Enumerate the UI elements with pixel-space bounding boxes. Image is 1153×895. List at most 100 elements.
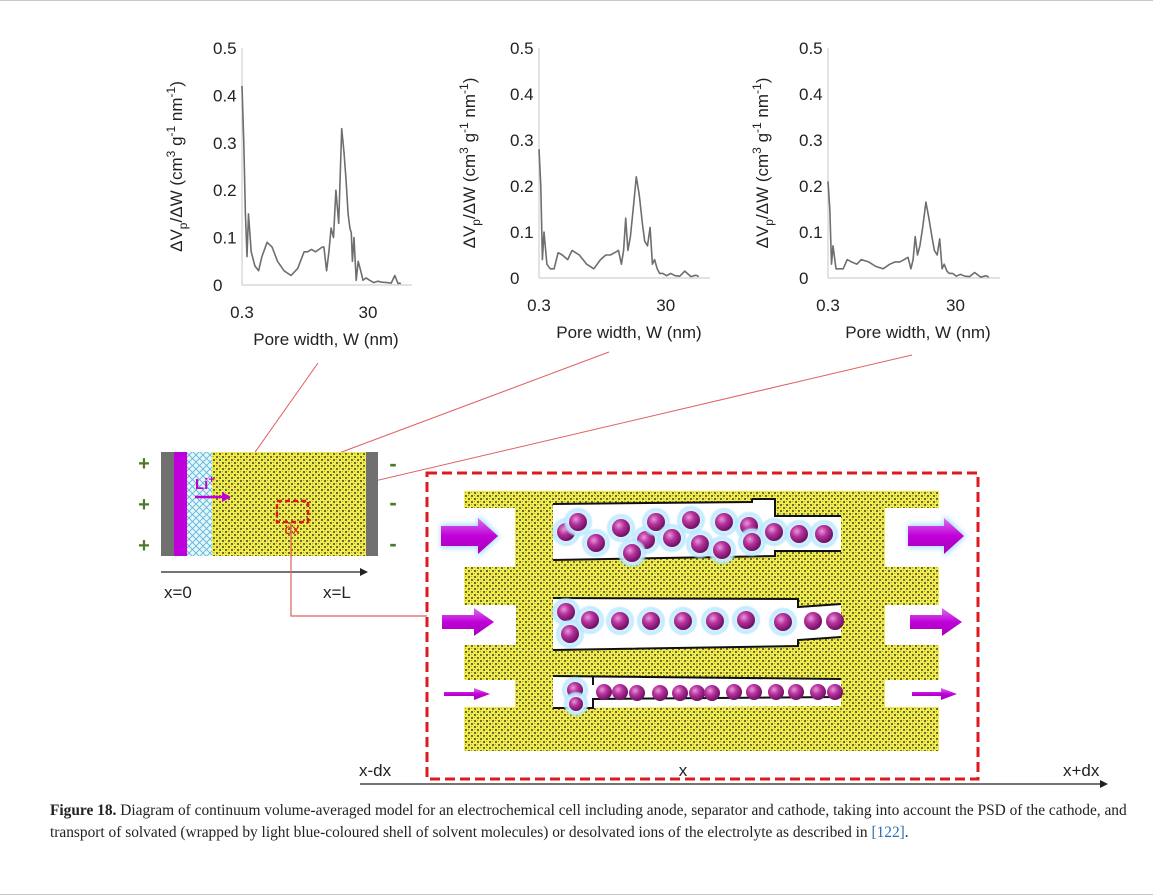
dx-box <box>275 499 310 524</box>
zoom-dashed-box <box>425 471 980 781</box>
plus-sign-3: + <box>138 535 150 557</box>
plus-sign-1: + <box>138 453 150 475</box>
ion-sphere <box>623 544 641 562</box>
dx-label: dx <box>285 521 300 537</box>
y-tick-label: 0.2 <box>213 181 237 200</box>
ion-sphere <box>642 612 660 630</box>
y-axis-label: ΔVp/ΔW (cm3 g-1 nm-1) <box>457 78 483 249</box>
ion-sphere <box>726 684 742 700</box>
ion-sphere <box>672 685 688 701</box>
anode <box>174 452 187 556</box>
x0-label: x=0 <box>164 583 192 602</box>
ion-sphere <box>629 685 645 701</box>
y-tick-label: 0.2 <box>799 177 823 196</box>
ion-sphere <box>561 625 579 643</box>
y-tick-label: 0.2 <box>510 177 534 196</box>
cathode-collector <box>366 452 378 556</box>
ion-sphere <box>557 603 575 621</box>
ion-sphere <box>612 519 630 537</box>
minus-sign-2: - <box>389 490 396 515</box>
caption-reference-link[interactable]: [122] <box>871 823 905 841</box>
x-plus-dx-label: x+dx <box>1063 761 1100 780</box>
ion-sphere <box>587 534 605 552</box>
ion-sphere <box>804 612 822 630</box>
separator <box>187 452 212 556</box>
x-tick-label: 30 <box>946 296 965 315</box>
ion-sphere <box>826 612 844 630</box>
y-axis-label: ΔVp/ΔW (cm3 g-1 nm-1) <box>750 78 776 249</box>
x-label: x <box>679 761 688 780</box>
y-tick-label: 0 <box>799 269 808 288</box>
ions-layer <box>551 505 844 717</box>
ion-sphere <box>663 529 681 547</box>
y-tick-label: 0.5 <box>213 39 237 58</box>
y-tick-label: 0.3 <box>213 134 237 153</box>
y-tick-label: 0 <box>510 269 519 288</box>
y-tick-label: 0.3 <box>799 131 823 150</box>
ion-sphere <box>569 697 583 711</box>
y-tick-label: 0.1 <box>510 223 534 242</box>
zoom-x-axis-arrow <box>1100 780 1108 788</box>
flux-arrows <box>441 515 966 700</box>
x-axis-label: Pore width, W (nm) <box>845 323 990 342</box>
minus-sign-3: - <box>389 531 396 556</box>
y-axis-label: ΔVp/ΔW (cm3 g-1 nm-1) <box>164 81 190 252</box>
ion-sphere <box>611 612 629 630</box>
y-tick-label: 0.1 <box>799 223 823 242</box>
flux-arrow-out-1 <box>908 515 966 557</box>
cell-schematic: dx Li+ + + + - - - x=0 x=L <box>138 451 427 617</box>
flux-arrow-in-3 <box>444 688 490 700</box>
ion-sphere <box>704 685 720 701</box>
figure-caption: Figure 18. Diagram of continuum volume-a… <box>50 800 1140 843</box>
ion-sphere <box>815 525 833 543</box>
li-arrow-head <box>222 492 231 502</box>
y-tick-label: 0.5 <box>799 39 823 58</box>
ion-sphere <box>746 684 762 700</box>
plus-sign-2: + <box>138 494 150 516</box>
ion-sphere <box>647 513 665 531</box>
ion-sphere <box>612 684 628 700</box>
ion-sphere <box>790 525 808 543</box>
x-axis-label: Pore width, W (nm) <box>253 330 398 349</box>
flux-arrow-in-1 <box>441 515 500 557</box>
y-tick-label: 0.1 <box>213 229 237 248</box>
y-tick-label: 0 <box>213 276 222 295</box>
flux-arrow-out-3 <box>912 688 957 700</box>
zoom-connector <box>290 522 427 617</box>
ion-sphere <box>774 613 792 631</box>
ion-sphere <box>691 535 709 553</box>
x-tick-label: 0.3 <box>230 303 254 322</box>
ion-sphere <box>689 685 705 701</box>
ion-sphere <box>713 541 731 559</box>
ion-sphere <box>810 684 826 700</box>
zoom-view: x-dx x x+dx <box>359 471 1108 788</box>
x-minus-dx-label: x-dx <box>359 761 392 780</box>
caption-label: Figure 18. <box>50 802 117 819</box>
leader-line-1 <box>245 362 319 466</box>
ion-sphere <box>581 611 599 629</box>
y-tick-label: 0.4 <box>213 86 237 105</box>
x-tick-label: 0.3 <box>816 296 840 315</box>
xL-label: x=L <box>323 583 351 602</box>
ion-sphere <box>737 611 755 629</box>
ion-sphere <box>674 612 692 630</box>
ion-sphere <box>682 511 700 529</box>
cathode <box>212 452 366 556</box>
flux-arrow-in-2 <box>442 608 494 636</box>
ion-sphere <box>788 684 804 700</box>
y-tick-label: 0.4 <box>510 85 534 104</box>
x-tick-label: 30 <box>359 303 378 322</box>
ion-sphere <box>715 513 733 531</box>
x-axis-label: Pore width, W (nm) <box>556 323 701 342</box>
ion-sphere <box>596 684 612 700</box>
cell-x-axis-arrow <box>360 568 368 576</box>
ion-sphere <box>768 684 784 700</box>
y-tick-label: 0.3 <box>510 131 534 150</box>
y-tick-label: 0.5 <box>510 39 534 58</box>
ion-sphere <box>706 612 724 630</box>
ion-sphere <box>827 684 843 700</box>
caption-text: Diagram of continuum volume-averaged mod… <box>50 802 1127 841</box>
